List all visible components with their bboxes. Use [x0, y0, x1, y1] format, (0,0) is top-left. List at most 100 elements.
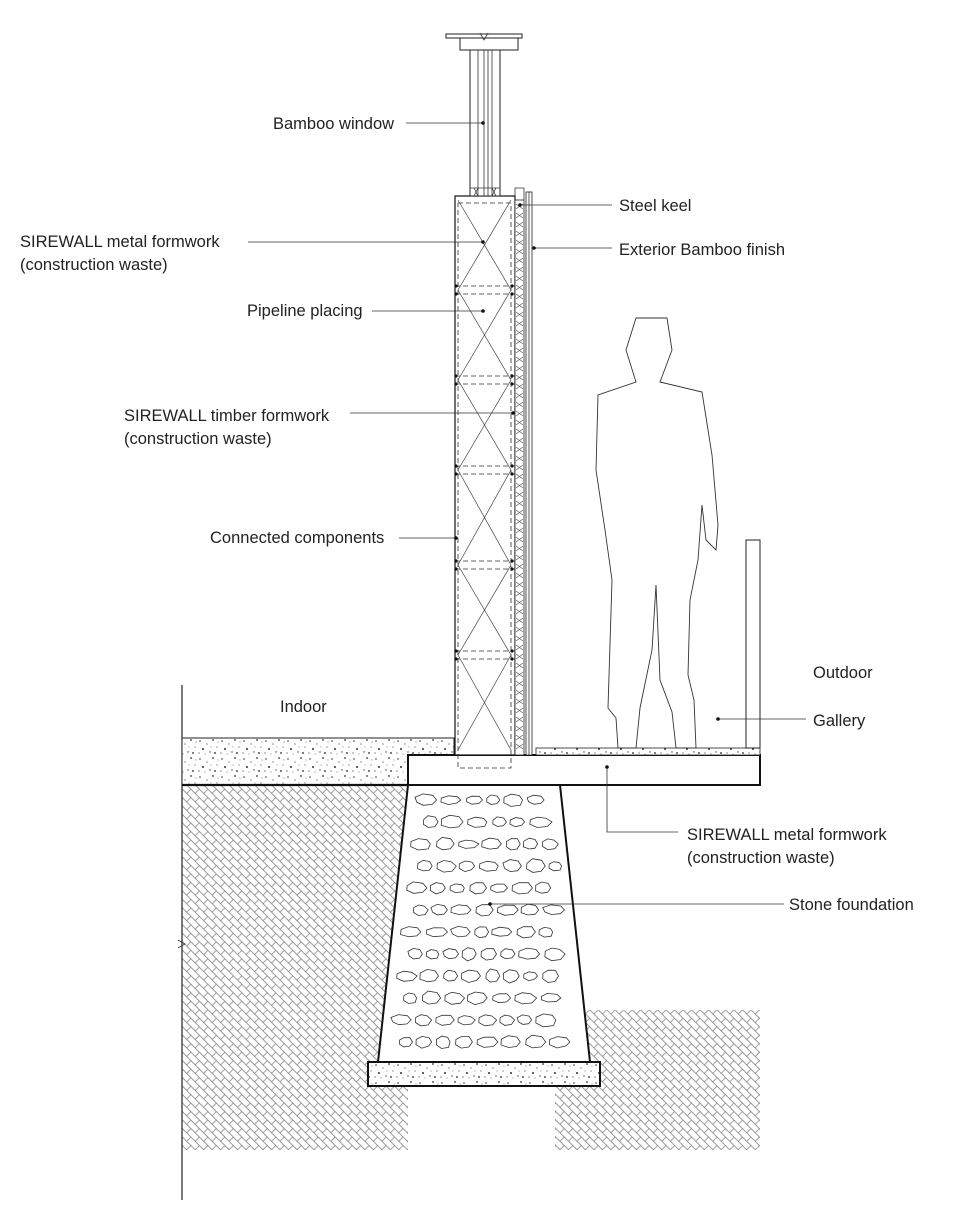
leader-dot-pipeline [481, 309, 485, 313]
label-outdoor-text: Outdoor [813, 664, 873, 682]
label-sirewall-timber-line2: (construction waste) [124, 430, 272, 448]
leader-sirewall-metal-bottom [606, 767, 678, 833]
footing-pad [367, 1061, 601, 1087]
wall-module [454, 284, 515, 381]
stone [542, 904, 566, 915]
stone [505, 838, 521, 851]
stone [544, 947, 566, 962]
stone [485, 968, 501, 983]
stone [415, 1035, 433, 1049]
stone [430, 903, 448, 916]
base-beam [407, 754, 761, 786]
label-steel-keel-text: Steel keel [619, 197, 692, 215]
window-break-mark [479, 32, 489, 41]
stone [548, 861, 563, 872]
stone [398, 1037, 413, 1048]
stone [516, 926, 536, 939]
label-pipeline: Pipeline placing [247, 300, 363, 323]
stone [461, 947, 477, 962]
foundation-stones [390, 793, 571, 1049]
stone [486, 794, 501, 805]
stone [535, 881, 552, 894]
leader-dot-gallery [716, 717, 720, 721]
stone [542, 969, 559, 983]
label-connected-text: Connected components [210, 529, 385, 547]
stone [478, 1014, 498, 1027]
stone [503, 793, 523, 807]
stone [474, 926, 490, 939]
stone [407, 947, 423, 960]
stone [415, 1014, 433, 1027]
label-sirewall-metal-bottom-line1: SIREWALL metal formwork [687, 826, 887, 844]
leader-lines [248, 121, 806, 906]
label-sirewall-metal-top: SIREWALL metal formwork (construction wa… [20, 231, 220, 277]
stone [443, 969, 459, 982]
stone [417, 859, 433, 872]
wall-modules [454, 199, 515, 751]
stone [457, 1015, 476, 1026]
leader-dot-stone-foundation [488, 902, 492, 906]
stone [480, 948, 497, 961]
stone [458, 860, 476, 873]
stone [523, 971, 538, 982]
stone [390, 1014, 412, 1026]
stone [400, 926, 422, 938]
stone [425, 949, 440, 960]
stone [499, 1014, 516, 1026]
stone [526, 794, 545, 805]
stone [538, 926, 554, 938]
steel-keel-marks [515, 203, 524, 750]
stone [436, 836, 455, 851]
leader-dot-sirewall-metal-bottom [605, 765, 609, 769]
gallery-rail [745, 539, 761, 749]
window-head [459, 37, 519, 51]
stone [511, 882, 533, 895]
stone [444, 991, 466, 1005]
stone [421, 990, 442, 1005]
keel-cap [514, 187, 525, 200]
stone [496, 904, 519, 916]
stone [429, 882, 446, 895]
human-silhouette [595, 317, 719, 749]
stone [414, 793, 438, 806]
stone [540, 992, 562, 1003]
leader-dot-sirewall-metal-top [481, 240, 485, 244]
stone [460, 969, 482, 983]
stone [440, 814, 464, 829]
leader-dot-steel-keel [518, 203, 522, 207]
label-sirewall-metal-top-line2: (construction waste) [20, 256, 168, 274]
stone [435, 1035, 451, 1049]
stone [442, 948, 459, 960]
stone [526, 858, 546, 873]
wall-formwork-dashed [457, 202, 512, 769]
stone [516, 1014, 533, 1025]
stone [450, 925, 471, 938]
stone [467, 816, 488, 828]
stone [419, 968, 439, 983]
window-head-cap [445, 33, 523, 39]
wall-module [454, 464, 515, 566]
wall-module [457, 199, 512, 291]
label-indoor-text: Indoor [280, 698, 327, 716]
stone [455, 1036, 473, 1049]
label-pipeline-text: Pipeline placing [247, 302, 363, 320]
stone [525, 1034, 547, 1049]
leader-dot-exterior-bamboo [532, 246, 536, 250]
stone [466, 795, 483, 805]
stone [491, 926, 513, 937]
label-sirewall-timber-line1: SIREWALL timber formwork [124, 407, 330, 425]
stone [403, 992, 418, 1004]
wall-module [454, 649, 515, 751]
wall-module [454, 559, 515, 656]
stone [479, 860, 499, 872]
stone [469, 882, 487, 895]
label-sirewall-metal-bottom: SIREWALL metal formwork (construction wa… [687, 824, 887, 870]
stone [425, 927, 449, 938]
wall-module [454, 374, 515, 471]
leader-dot-sirewall-timber [511, 411, 515, 415]
stone [396, 970, 418, 982]
stone [535, 1013, 557, 1028]
label-stone-foundation: Stone foundation [789, 894, 914, 917]
stone [509, 817, 526, 828]
